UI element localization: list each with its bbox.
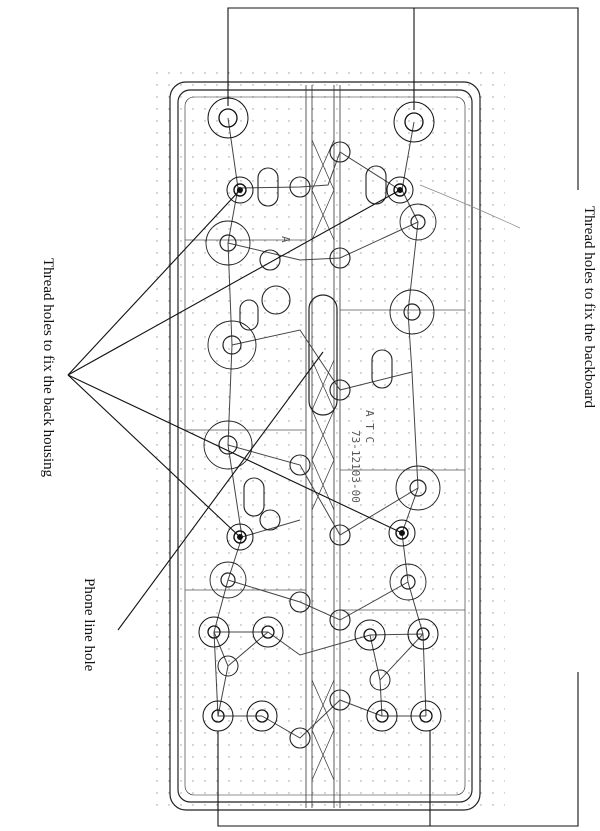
board-part-number: 73-12103-00 xyxy=(349,430,362,503)
backboard-hole-bottom-right-1 xyxy=(354,619,386,651)
pad xyxy=(205,220,251,266)
label-phone-line-hole: Phone line hole xyxy=(81,578,97,672)
pad xyxy=(329,247,351,269)
pads xyxy=(203,141,441,749)
pad xyxy=(389,289,435,335)
backboard-hole-bottom-left-2 xyxy=(252,616,284,648)
backboard-hole-bottom-right-3 xyxy=(366,700,398,732)
pad xyxy=(395,465,441,511)
backboard-hole-bottom-right-4 xyxy=(410,700,442,732)
section-dividers xyxy=(185,239,465,611)
reference-curve xyxy=(419,184,521,229)
label-back-housing-holes: Thread holes to fix the back housing xyxy=(40,258,56,478)
pad xyxy=(289,176,311,198)
pad xyxy=(259,249,281,271)
pad xyxy=(369,669,391,691)
phone-line-callout-line xyxy=(117,351,324,631)
pad xyxy=(329,141,351,163)
backboard-hole-bottom-left-4 xyxy=(246,700,278,732)
back-housing-callout-lines xyxy=(67,189,403,538)
pad xyxy=(329,609,351,631)
pad xyxy=(207,320,257,370)
backboard-hole-bottom-left-1 xyxy=(198,616,230,648)
dot-grid xyxy=(150,70,505,810)
backboard-callout-lines xyxy=(217,7,579,827)
backboard-hole-bottom-right-2 xyxy=(407,618,439,650)
pad xyxy=(329,689,351,711)
pad xyxy=(329,379,351,401)
pad xyxy=(329,524,351,546)
pad xyxy=(289,591,311,613)
board-letters: A T C xyxy=(363,410,376,443)
pad xyxy=(289,727,311,749)
pad xyxy=(209,561,247,599)
channel-cross-hatch xyxy=(311,139,335,781)
pad xyxy=(203,420,253,470)
label-backboard-holes: Thread holes to fix the backboard xyxy=(581,206,597,409)
pad xyxy=(259,509,281,531)
pad xyxy=(217,655,239,677)
board-side-code: A xyxy=(279,236,292,243)
pad xyxy=(389,563,427,601)
phone-line-slot xyxy=(308,294,338,416)
pad xyxy=(289,454,311,476)
board-outline xyxy=(169,81,481,811)
central-channel xyxy=(305,85,341,808)
pad xyxy=(399,203,437,241)
